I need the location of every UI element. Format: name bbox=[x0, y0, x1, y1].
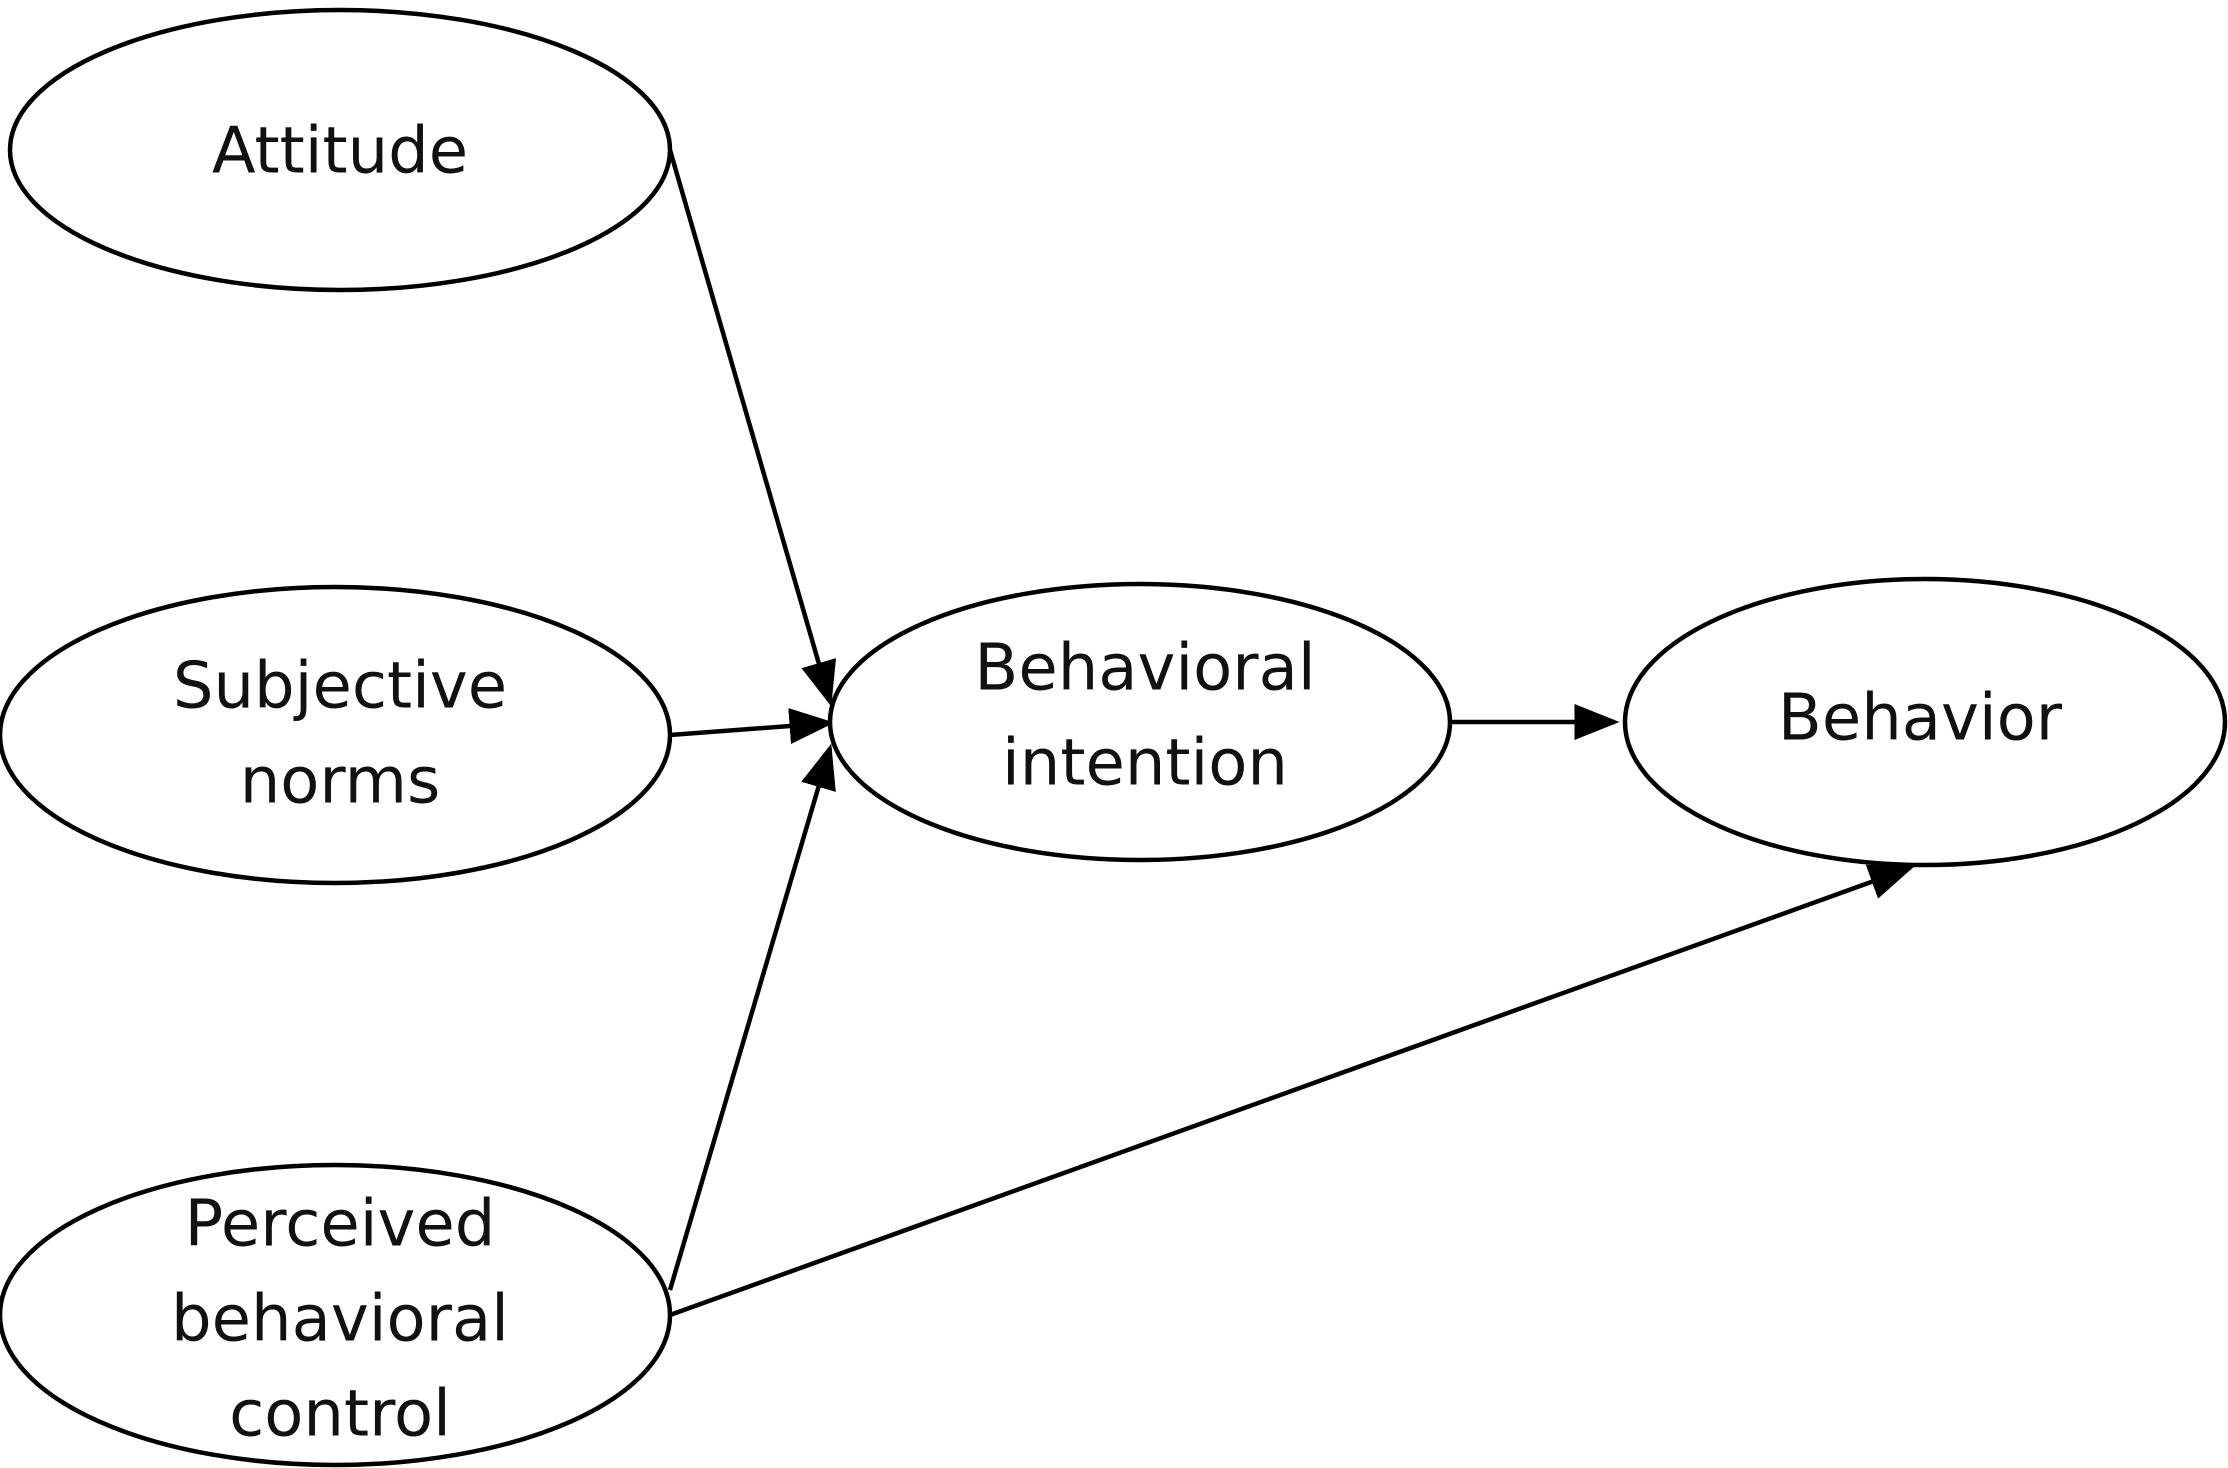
node-subjective-norms-label-line-1: Subjective bbox=[173, 650, 507, 724]
node-perceived-behavioral-control-label-line-1: Perceived bbox=[185, 1188, 496, 1262]
edge-control-to-intention bbox=[667, 743, 836, 1291]
node-attitude: Attitude bbox=[7, 7, 673, 293]
node-subjective-norms: Subjective norms bbox=[0, 584, 673, 886]
node-attitude-label: Attitude bbox=[212, 115, 468, 189]
edge-control-to-behavior bbox=[669, 864, 1915, 1318]
node-attitude-ellipse bbox=[7, 7, 673, 293]
node-perceived-behavioral-control-ellipse bbox=[0, 1162, 673, 1468]
node-behavioral-intention: Behavioral intention bbox=[827, 581, 1453, 863]
node-behavioral-intention-label-line-2: intention bbox=[1002, 727, 1288, 801]
node-subjective-norms-label-line-2: norms bbox=[240, 745, 441, 819]
node-behavioral-intention-ellipse bbox=[827, 581, 1453, 863]
node-behavior: Behavior bbox=[1622, 576, 2228, 868]
node-behavior-ellipse bbox=[1622, 576, 2228, 868]
node-subjective-norms-ellipse bbox=[0, 584, 673, 886]
node-behavioral-intention-label-line-1: Behavioral bbox=[974, 632, 1315, 706]
node-perceived-behavioral-control-label-line-2: behavioral bbox=[171, 1283, 509, 1357]
node-behavior-label: Behavior bbox=[1778, 682, 2063, 756]
node-perceived-behavioral-control: Perceived behavioral control bbox=[0, 1162, 673, 1468]
node-perceived-behavioral-control-label-line-3: control bbox=[229, 1378, 451, 1452]
edge-norms-to-intention bbox=[669, 708, 835, 744]
edge-attitude-to-intention bbox=[667, 149, 837, 707]
edges bbox=[667, 149, 1915, 1318]
